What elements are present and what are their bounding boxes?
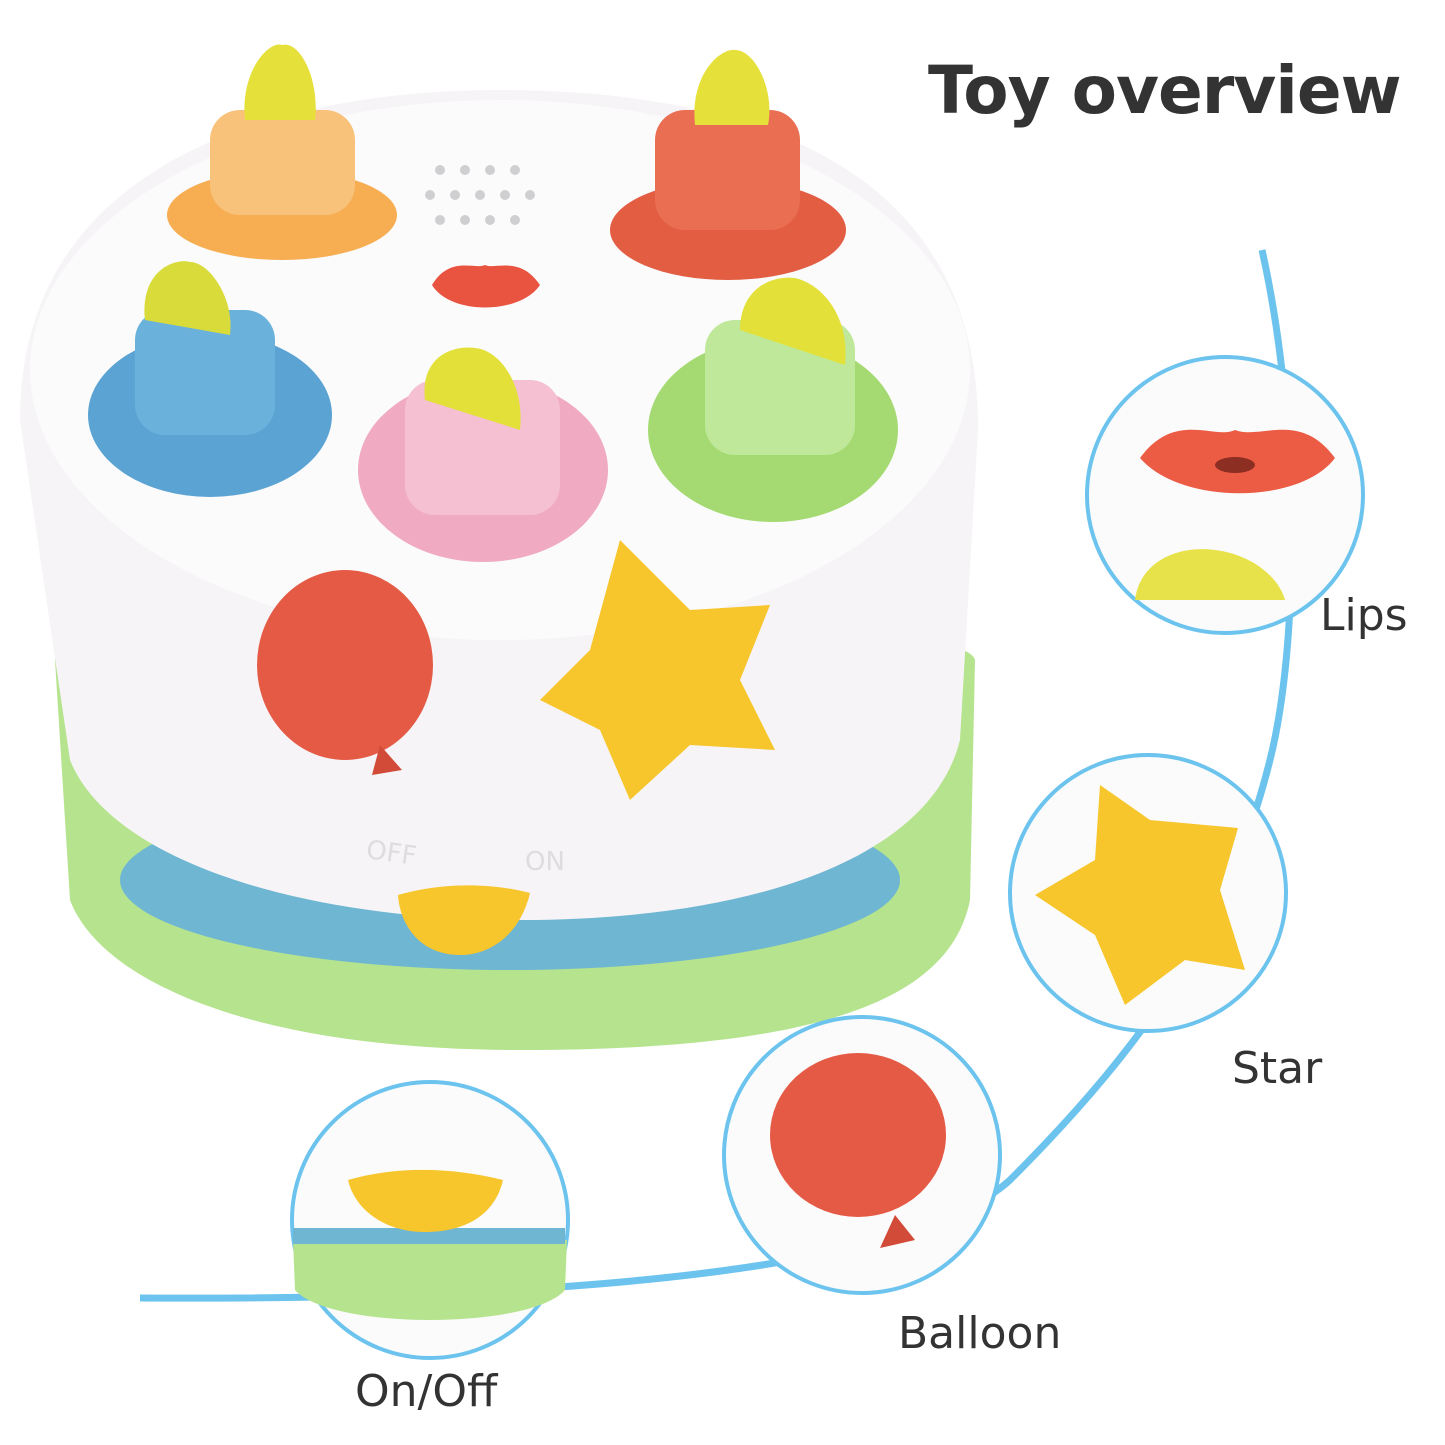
on-off-callout-circle (290, 1080, 570, 1360)
on-marking: ON (525, 847, 565, 877)
balloon-label: Balloon (898, 1308, 1062, 1359)
candle-green (648, 277, 898, 522)
balloon-button (257, 570, 433, 775)
star-callout-circle (1008, 753, 1288, 1033)
candle-blue (88, 261, 332, 497)
lips-label: Lips (1320, 590, 1408, 641)
lips-button (432, 265, 540, 308)
off-marking: OFF (364, 835, 418, 872)
candle-red (610, 49, 846, 280)
star-button (540, 540, 775, 800)
on-off-switch (398, 885, 530, 955)
lips-callout-circle (1085, 355, 1365, 635)
candle-orange (167, 44, 397, 260)
page-title: Toy overview (928, 52, 1402, 129)
candle-pink (358, 347, 608, 562)
on-off-label: On/Off (355, 1366, 498, 1417)
balloon-callout-circle (722, 1015, 1002, 1295)
cake-toy: OFF ON (20, 44, 979, 1050)
star-label: Star (1232, 1043, 1323, 1094)
